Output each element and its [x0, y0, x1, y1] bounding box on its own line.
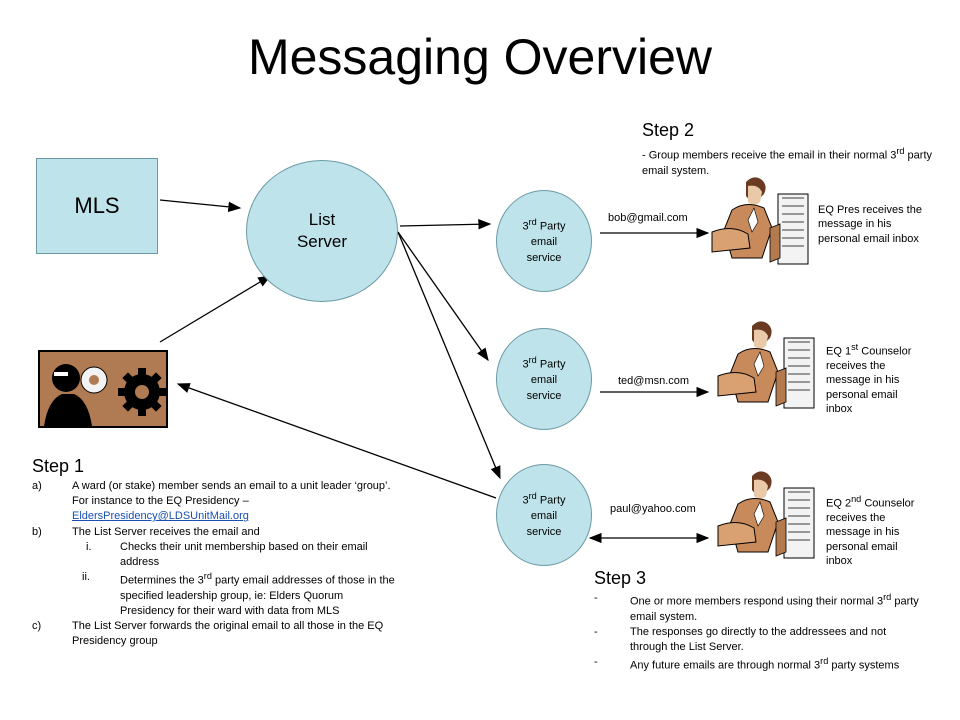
step-1-a-mark: a): [32, 480, 42, 492]
step-1-c-mark: c): [32, 620, 42, 633]
recipient-3-description: EQ 2nd Counselor receives the message in…: [826, 494, 926, 568]
arrow-svc3-to-member: [176, 383, 497, 499]
mls-label: MLS: [74, 193, 120, 218]
email-address-2: ted@msn.com: [618, 375, 690, 387]
step-2-block: Step 2 - Group members receive the email…: [642, 120, 932, 178]
step-3-bullet: -: [594, 592, 598, 604]
step-3-item-1-sup: rd: [883, 592, 892, 602]
recipient-2-sup: st: [851, 342, 859, 352]
step-3-item-2-text: The responses go directly to the address…: [630, 626, 887, 654]
step-1-bi-mark: i.: [86, 540, 92, 553]
service-3-sup: rd: [528, 491, 537, 502]
service-1-email: email: [530, 236, 558, 249]
step-2-text-pre: - Group members receive the email in the…: [642, 149, 897, 162]
step-2-heading: Step 2: [642, 120, 695, 140]
businessman-at-desk-icon: [717, 321, 815, 409]
service-2-service: service: [526, 389, 562, 402]
email-service-node-2: 3rd Party email service: [496, 328, 592, 430]
list-server-line1: List: [308, 209, 336, 229]
list-server-node: List Server: [246, 160, 398, 302]
service-2-party: Party: [536, 358, 566, 371]
recipient-2-description: EQ 1st Counselor receives the message in…: [826, 342, 926, 416]
step-1-item-c: c) The List Server forwards the original…: [32, 619, 396, 649]
businessman-at-desk-icon: [717, 471, 815, 559]
step-1-block: Step 1 a) A ward (or stake) member sends…: [32, 456, 396, 650]
arrow-mls-to-server: [159, 199, 242, 213]
email-address-3: paul@yahoo.com: [610, 503, 696, 515]
step-3-item-3-sup: rd: [820, 656, 829, 667]
step-2-text-sup: rd: [896, 146, 905, 156]
service-2-email: email: [530, 374, 558, 387]
step-1-bii-sup: rd: [203, 571, 212, 582]
arrow-member-to-server: [159, 275, 272, 343]
step-3-item-1-post: party email system.: [630, 595, 919, 623]
step-1-bii-post: party email addresses of those in the sp…: [120, 574, 395, 618]
step-1-heading: Step 1: [32, 456, 85, 476]
recipient-1-description: EQ Pres receives the message in his pers…: [818, 203, 924, 246]
service-3-service: service: [526, 525, 562, 538]
step-1-bi-text: Checks their unit membership based on th…: [120, 540, 368, 568]
page-title: Messaging Overview: [247, 29, 713, 85]
arrow-server-to-svc2: [397, 231, 489, 362]
recipient-3-pre: EQ 2: [826, 497, 852, 510]
service-3-num: 3: [522, 494, 529, 507]
service-1-num: 3: [522, 220, 529, 233]
mls-box: MLS: [36, 158, 158, 254]
recipient-3-post: Counselor receives the message in his pe…: [826, 497, 915, 567]
service-3-email: email: [530, 510, 558, 523]
businessman-at-desk-icon: [711, 177, 809, 265]
service-1-party: Party: [536, 220, 566, 233]
step-2-text-post: party email system.: [642, 149, 932, 177]
recipient-2-pre: EQ 1: [826, 345, 852, 358]
step-1-item-b: b) The List Server receives the email an…: [32, 525, 396, 540]
step-3-bullet: -: [594, 656, 598, 669]
email-service-node-3: 3rd Party email service: [496, 464, 592, 566]
step-1-c-text: The List Server forwards the original em…: [72, 620, 384, 648]
step-3-item-2: - The responses go directly to the addre…: [594, 625, 924, 655]
arrow-server-to-svc1: [399, 219, 492, 230]
email-service-node-1: 3rd Party email service: [496, 190, 592, 292]
step-1-bii-mark: ii.: [82, 571, 90, 584]
step-3-item-3-pre: Any future emails are through normal 3: [630, 660, 821, 672]
step-1-b-text: The List Server receives the email and: [72, 525, 260, 538]
email-address-1: bob@gmail.com: [608, 212, 688, 224]
arrow-server-to-svc3: [397, 231, 501, 480]
recipient-1-text: EQ Pres receives the message in his pers…: [818, 204, 922, 245]
step-1-item-b-ii: ii. Determines the 3rd party email addre…: [32, 570, 396, 619]
service-1-sup: rd: [528, 217, 537, 228]
step-3-block: Step 3 - One or more members respond usi…: [594, 568, 924, 674]
step-3-bullet: -: [594, 626, 598, 638]
step-3-item-1-pre: One or more members respond using their …: [630, 595, 884, 608]
step-3-item-1: - One or more members respond using thei…: [594, 591, 924, 625]
step-3-heading: Step 3: [594, 568, 647, 588]
step-1-item-a: a) A ward (or stake) member sends an ema…: [32, 479, 396, 525]
service-3-party: Party: [536, 494, 566, 507]
person-with-gears-icon: [38, 350, 168, 428]
step-1-a-text: A ward (or stake) member sends an email …: [72, 480, 391, 508]
step-3-item-3-post: party systems: [828, 660, 900, 672]
step-1-email-link[interactable]: EldersPresidency@LDSUnitMail.org: [72, 510, 249, 523]
step-1-b-mark: b): [32, 525, 42, 538]
step-1-item-b-i: i. Checks their unit membership based on…: [32, 540, 396, 570]
recipient-2-post: Counselor receives the message in his pe…: [826, 345, 912, 415]
service-2-sup: rd: [528, 355, 537, 366]
service-1-service: service: [526, 251, 562, 264]
step-2-text: - Group members receive the email in the…: [642, 145, 932, 178]
list-server-line2: Server: [296, 232, 348, 251]
step-1-bii-pre: Determines the 3: [120, 574, 204, 587]
step-3-item-3: - Any future emails are through normal 3…: [594, 655, 924, 674]
service-2-num: 3: [522, 358, 529, 371]
recipient-3-sup: nd: [851, 494, 862, 504]
